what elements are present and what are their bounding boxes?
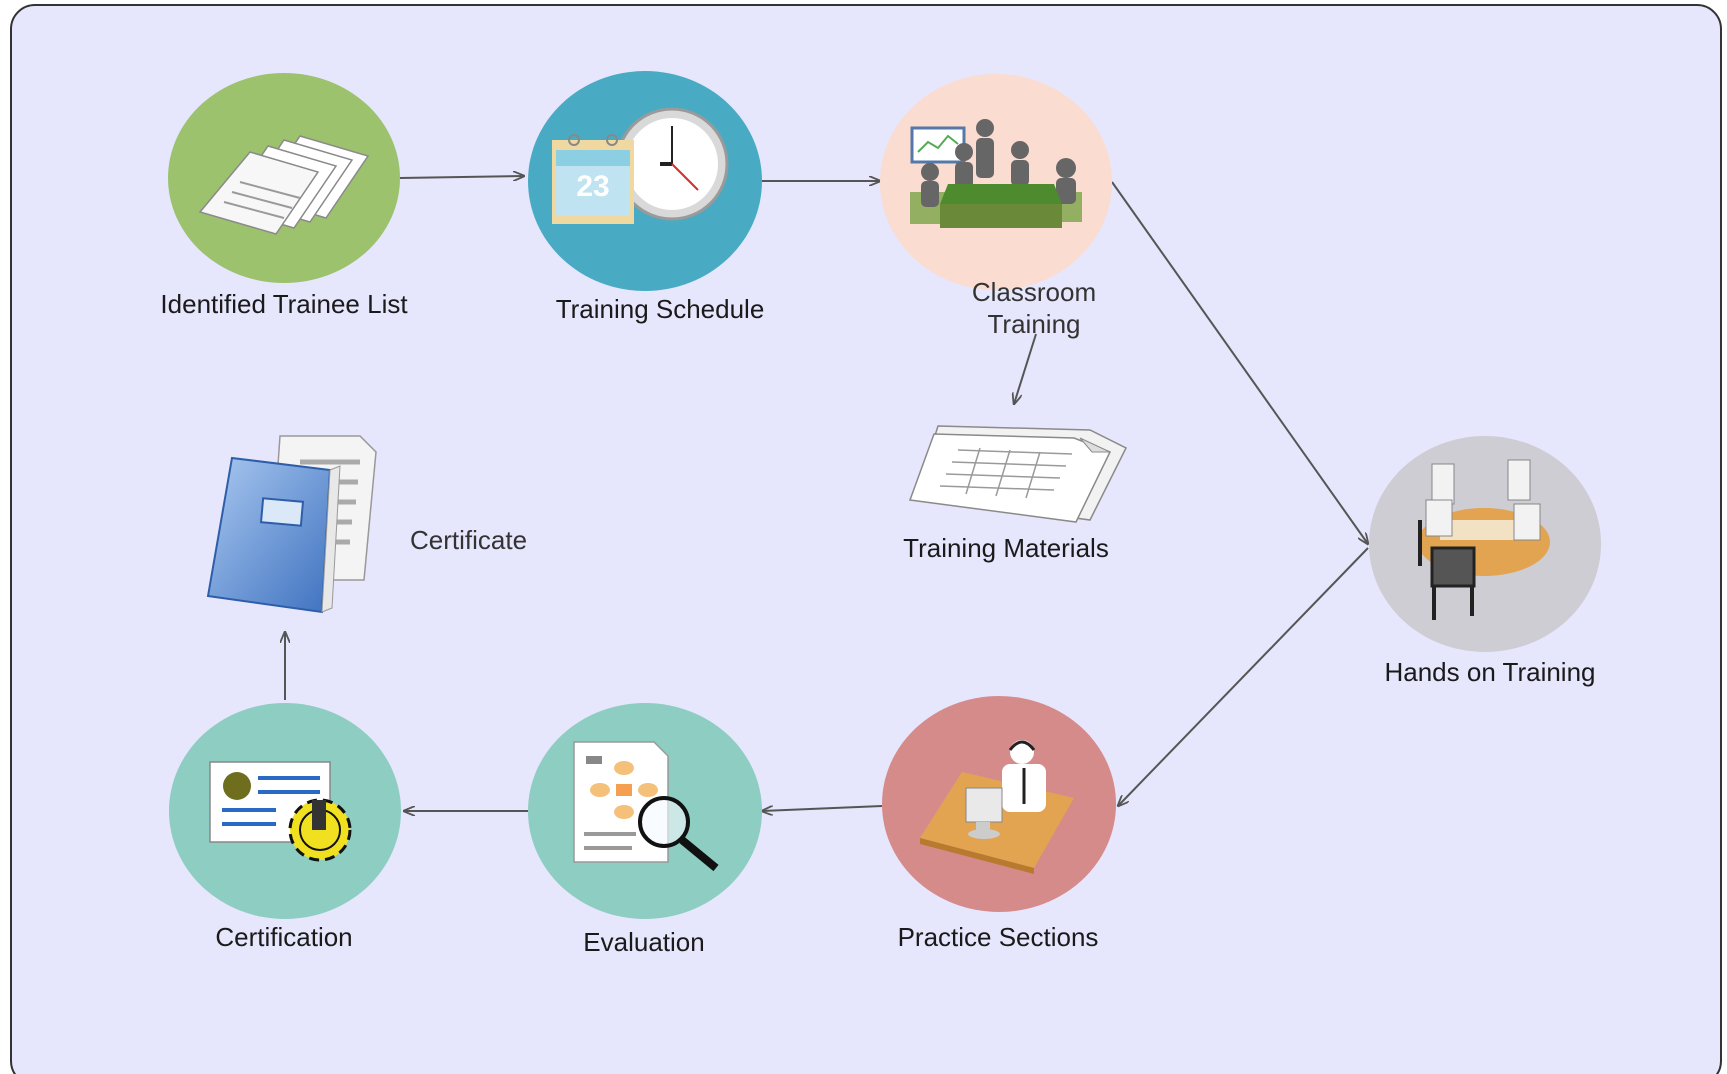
node-certification (169, 703, 401, 919)
node-evaluation (528, 703, 762, 919)
connectors (285, 176, 1368, 811)
document-magnifier-icon (573, 741, 719, 872)
document-stack-icon (198, 135, 370, 235)
label-classroom: Classroom Training (971, 277, 1097, 339)
edge-handson-to-practice (1118, 547, 1369, 806)
calendar-clock-icon: 23 (552, 107, 729, 224)
label-hands-on: Hands on Training (1384, 657, 1596, 687)
node-hands-on (1369, 436, 1601, 652)
label-certificate: Certificate (410, 525, 528, 555)
diagram-frame (10, 4, 1722, 1074)
node-practice (882, 696, 1116, 912)
edge-classroom-to-materials (1014, 333, 1037, 404)
node-materials (908, 425, 1128, 523)
calendar-day-text: 23 (576, 170, 609, 203)
label-evaluation: Evaluation (583, 927, 705, 957)
certificate-gear-icon (209, 761, 352, 862)
meeting-room-icon (910, 119, 1082, 228)
node-trainee-list (168, 73, 400, 283)
edge-trainee-to-schedule (399, 176, 524, 178)
spreadsheet-pages-icon (908, 425, 1128, 523)
node-schedule: 23 (528, 71, 762, 291)
operator-desk-icon (920, 740, 1074, 874)
label-schedule: Training Schedule (555, 294, 765, 324)
node-certificate (206, 435, 377, 614)
label-trainee-list: Identified Trainee List (160, 289, 408, 319)
round-table-icon (1418, 459, 1550, 620)
edge-classroom-to-handson (1111, 181, 1368, 544)
node-classroom (880, 74, 1112, 290)
edge-practice-to-evaluation (762, 805, 883, 811)
classroom-circle (880, 74, 1112, 290)
label-practice: Practice Sections (897, 922, 1099, 952)
binder-folder-icon (206, 435, 377, 614)
label-materials: Training Materials (903, 533, 1109, 563)
label-certification: Certification (215, 922, 353, 952)
